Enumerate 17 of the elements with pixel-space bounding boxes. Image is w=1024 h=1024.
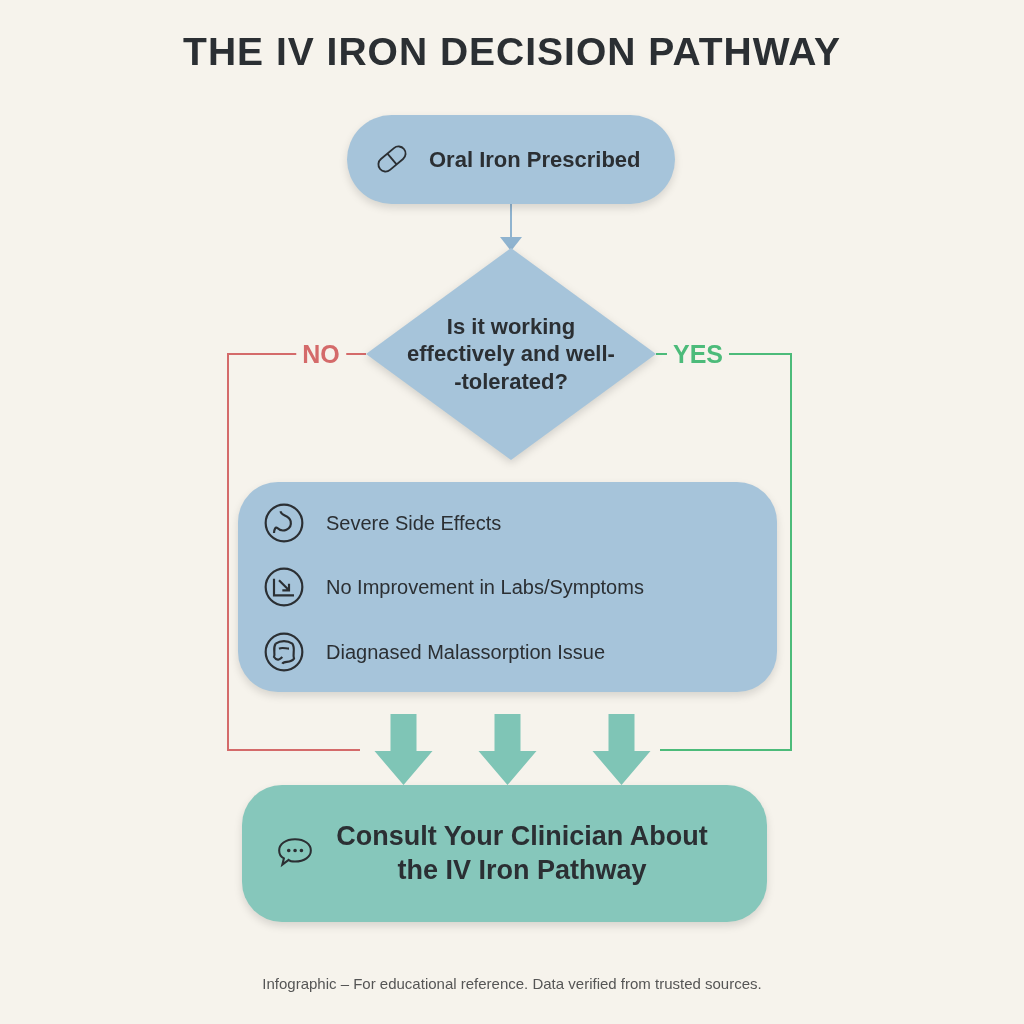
reason-text: Diagnased Malassorption Issue bbox=[326, 639, 607, 665]
title: THE IV IRON DECISION PATHWAY bbox=[182, 30, 842, 74]
block-arrow bbox=[374, 714, 433, 785]
action-box bbox=[242, 785, 767, 922]
reason-text: No Improvement in Labs/Symptoms bbox=[326, 574, 645, 600]
caption: Infographic – For educational reference. Data verified from trusted sources. bbox=[261, 975, 763, 992]
connector-line bbox=[655, 353, 792, 751]
block-arrow bbox=[592, 714, 651, 785]
reason-text: Severe Side Effects bbox=[326, 510, 503, 536]
connector-line bbox=[227, 353, 367, 751]
block-arrow bbox=[478, 714, 537, 785]
question-text: Is it working effectively and well- -tolerated? bbox=[406, 312, 616, 396]
action-text: Consult Your Clinician About the IV Iron Pathway bbox=[335, 819, 709, 887]
decision-diamond bbox=[366, 248, 656, 460]
reasons-panel bbox=[238, 482, 777, 692]
start-pill bbox=[347, 115, 675, 204]
node-label: Oral Iron Prescribed bbox=[429, 145, 642, 174]
